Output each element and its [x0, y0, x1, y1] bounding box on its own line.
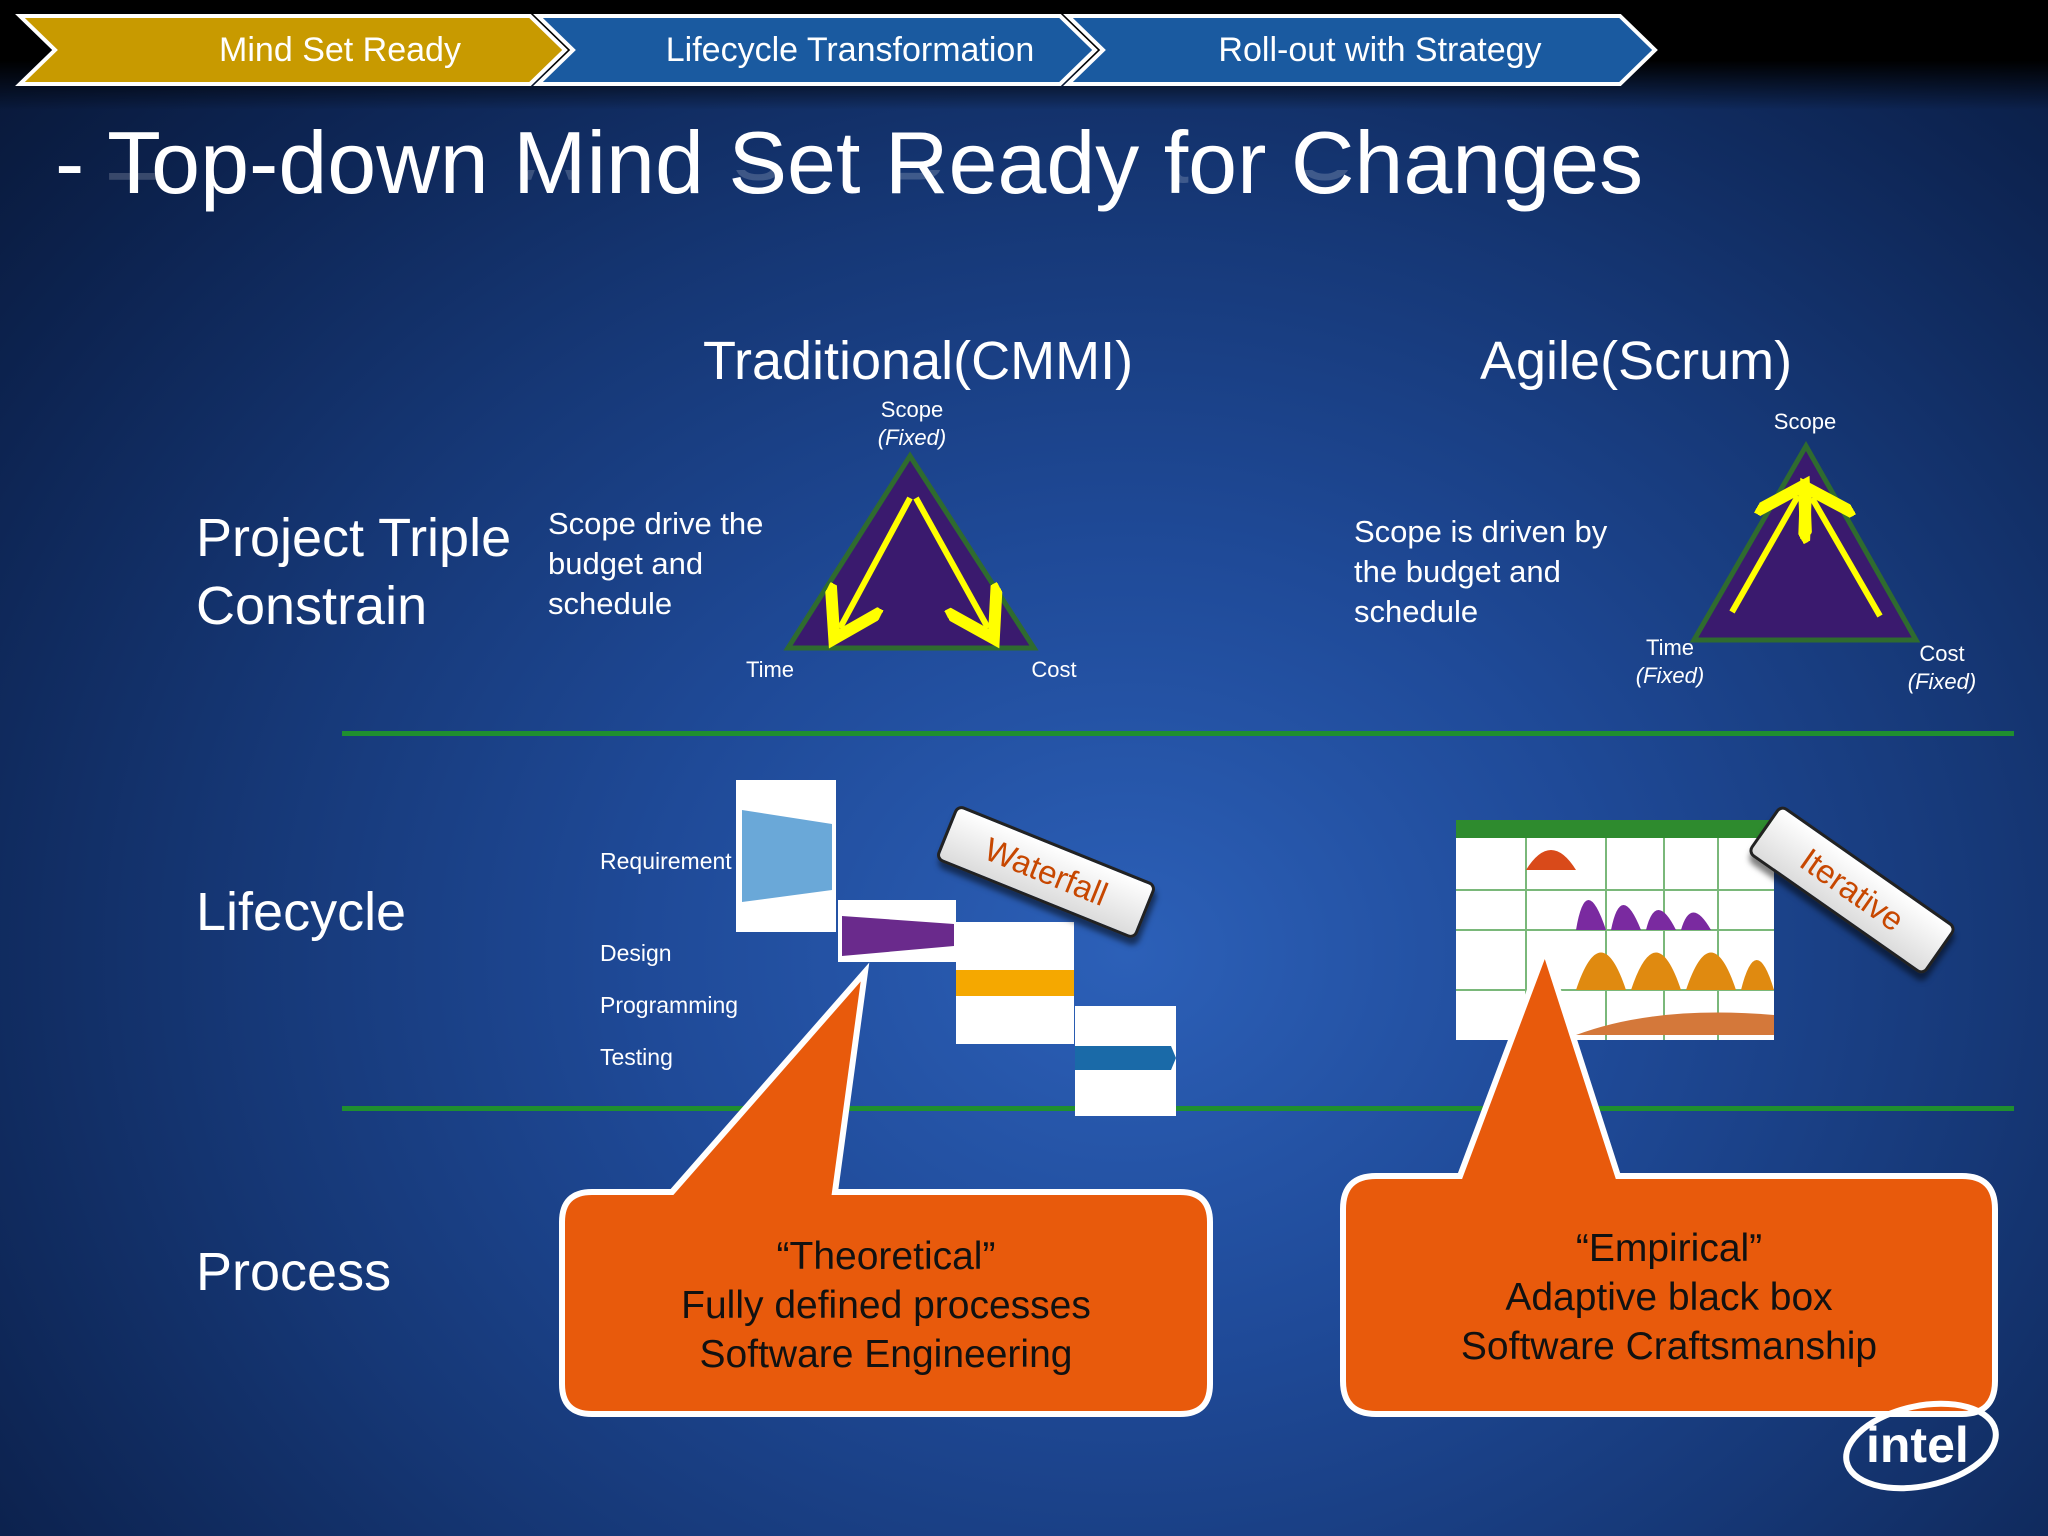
- chevron-mind-set-ready: [15, 14, 568, 86]
- description-line: Scope is driven by: [1354, 514, 1608, 549]
- callout-line: Software Craftsmanship: [1460, 1325, 1878, 1368]
- breadcrumb: [15, 14, 1658, 86]
- traditional-cost-label: Cost: [1031, 657, 1077, 682]
- agile-time-label: Time (Fixed): [1620, 634, 1720, 690]
- callout-line: Adaptive black box: [1505, 1276, 1833, 1319]
- agile-callout-text: “Empirical” Adaptive black box Software …: [1343, 1224, 1995, 1371]
- description-line: the budget and: [1354, 554, 1561, 589]
- callout-line: Fully defined processes: [681, 1284, 1091, 1327]
- description-line: budget and: [548, 546, 704, 581]
- description-line: schedule: [1354, 594, 1479, 629]
- funnel-shape: [842, 916, 954, 956]
- waterfall-step-exploration: [736, 780, 836, 932]
- waterfall-step-deployment: [1075, 1006, 1176, 1116]
- logo-text: intel: [1866, 1417, 1969, 1473]
- row-label-lifecycle: Lifecycle: [196, 882, 407, 942]
- breadcrumb-item-mind-set-ready[interactable]: Mind Set Ready: [219, 31, 461, 69]
- row-label-process: Process: [196, 1242, 392, 1302]
- arrow-from-cost: [1812, 498, 1883, 618]
- breadcrumb-item-rollout-strategy[interactable]: Roll-out with Strategy: [1218, 31, 1542, 69]
- cost-fixed-note: (Fixed): [1907, 669, 1977, 694]
- time-label: Time: [1645, 635, 1695, 660]
- description-line: Scope drive the: [548, 506, 764, 541]
- funnel-shape: [742, 810, 832, 902]
- agile-cost-label: Cost (Fixed): [1892, 640, 1992, 696]
- traditional-triangle-description: Scope drive the budget and schedule: [548, 504, 763, 624]
- iterative-chart-image: [1456, 820, 1774, 1040]
- arrow-to-time: [840, 496, 913, 628]
- iterative-wave-graphic: [1456, 820, 1774, 1040]
- callout-line: Software Engineering: [699, 1333, 1073, 1376]
- waterfall-step-planning: [838, 900, 956, 962]
- arrow-from-time: [1729, 496, 1798, 614]
- description-line: schedule: [548, 586, 673, 621]
- agile-triangle-description: Scope is driven by the budget and schedu…: [1354, 512, 1607, 632]
- row-label-line: Project Triple: [196, 508, 512, 568]
- divider-line: [342, 731, 2014, 736]
- traditional-scope-label: Scope (Fixed): [862, 396, 962, 452]
- phase-testing: Testing: [600, 1044, 673, 1070]
- intel-logo: intel: [1843, 1400, 1999, 1492]
- traditional-callout-shape: [559, 962, 1213, 1417]
- divider-line: [342, 1106, 2014, 1111]
- cost-label: Cost: [1919, 641, 1965, 666]
- time-fixed-note: (Fixed): [1635, 663, 1705, 688]
- scope-label: Scope: [880, 397, 944, 422]
- agile-triangle-diagram: [1689, 440, 1920, 643]
- agile-callout-shape: [1340, 940, 1998, 1417]
- chevron-rollout: [1063, 14, 1658, 86]
- phase-programming: Programming: [600, 992, 739, 1018]
- callout-line: “Theoretical”: [776, 1235, 996, 1278]
- traditional-triangle-diagram: [783, 451, 1039, 651]
- arrow-to-cost: [913, 496, 988, 628]
- traditional-time-label: Time: [745, 657, 795, 682]
- breadcrumb-item-lifecycle-transformation[interactable]: Lifecycle Transformation: [665, 31, 1035, 69]
- chevron-lifecycle: [533, 14, 1098, 86]
- bar-shape: [956, 970, 1074, 996]
- bar-shape: [1075, 1046, 1176, 1070]
- callout-line: “Empirical”: [1575, 1227, 1763, 1270]
- column-heading-traditional: Traditional(CMMI): [703, 331, 1134, 391]
- phase-requirement: Requirement: [600, 848, 732, 874]
- phase-design: Design: [600, 940, 672, 966]
- agile-scope-label: Scope: [1773, 409, 1837, 434]
- column-heading-agile: Agile(Scrum): [1480, 331, 1793, 391]
- row-label-line: Constrain: [196, 576, 428, 636]
- page-title: - Top-down Mind Set Ready for Changes: [55, 113, 1644, 212]
- scope-fixed-note: (Fixed): [877, 425, 947, 450]
- waterfall-step-development: [956, 922, 1074, 1044]
- row-label-triple-constrain: Project Triple Constrain: [196, 504, 511, 640]
- traditional-callout-text: “Theoretical” Fully defined processes So…: [562, 1232, 1210, 1379]
